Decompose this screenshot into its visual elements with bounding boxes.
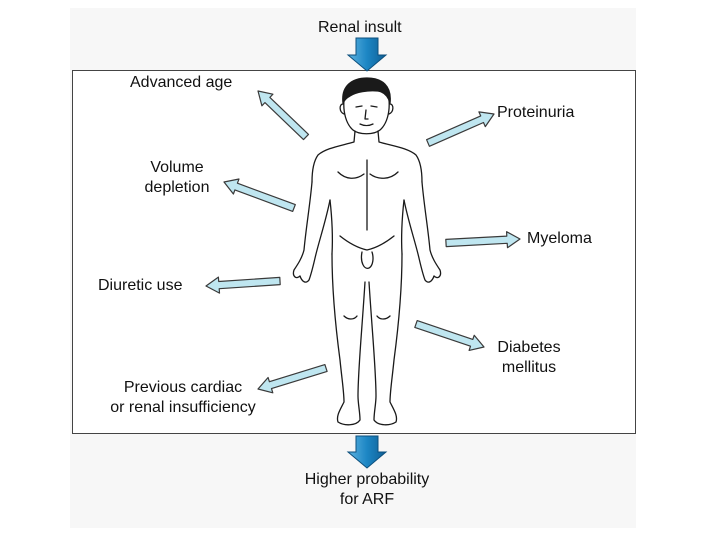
volume-depletion-label: Volume depletion — [130, 158, 224, 198]
diabetes-line: Diabetes — [497, 339, 561, 356]
higher-probability-line2: for ARF — [339, 491, 395, 508]
volume-depletion-line2: depletion — [144, 179, 210, 196]
previous-insufficiency-line1: Previous cardiac — [123, 379, 243, 396]
diabetes-mellitus-arrow — [414, 320, 485, 351]
mellitus-line: mellitus — [501, 359, 557, 376]
diuretic-use-arrow — [205, 276, 281, 294]
volume-depletion-arrow — [223, 178, 296, 212]
outcome-down-arrow — [346, 435, 388, 469]
diuretic-use-label: Diuretic use — [98, 277, 183, 294]
proteinuria-arrow — [426, 111, 495, 147]
previous-insufficiency-label: Previous cardiac or renal insufficiency — [88, 378, 278, 418]
advanced-age-label: Advanced age — [130, 74, 233, 91]
renal-insult-down-arrow — [346, 37, 388, 72]
diabetes-mellitus-label: Diabetes mellitus — [484, 338, 574, 378]
previous-insufficiency-arrow — [257, 364, 328, 394]
higher-probability-line1: Higher probability — [304, 471, 430, 488]
higher-probability-label: Higher probability for ARF — [280, 470, 454, 510]
proteinuria-label: Proteinuria — [497, 104, 575, 121]
volume-depletion-line1: Volume — [150, 159, 204, 176]
human-figure-illustration — [292, 77, 442, 426]
renal-insult-label: Renal insult — [318, 19, 402, 36]
previous-insufficiency-line2: or renal insufficiency — [110, 399, 256, 416]
advanced-age-arrow — [257, 90, 310, 141]
myeloma-arrow — [445, 231, 521, 249]
myeloma-label: Myeloma — [527, 230, 592, 247]
